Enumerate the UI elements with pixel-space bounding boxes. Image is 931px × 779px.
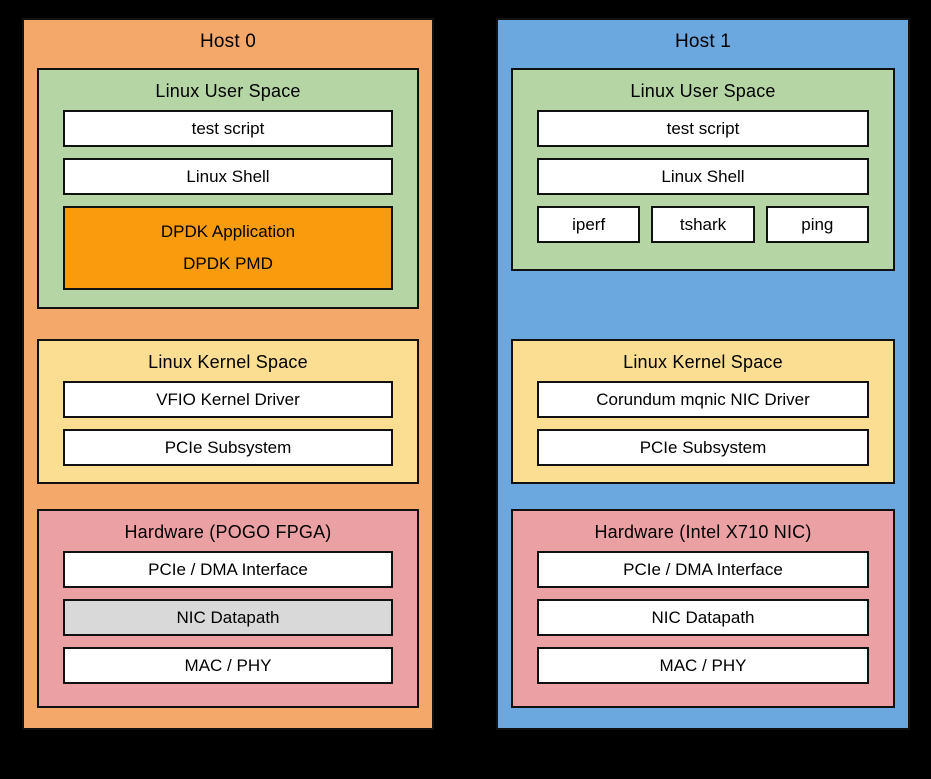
box-group-host1-hardware: PCIe / DMA Interface NIC Datapath MAC / … <box>513 551 893 696</box>
box-host0-pcie-dma-interface[interactable]: PCIe / DMA Interface <box>63 551 393 588</box>
box-host0-pcie-subsystem[interactable]: PCIe Subsystem <box>63 429 393 466</box>
host-title-host1: Host 1 <box>674 31 732 52</box>
box-host1-pcie-dma-interface[interactable]: PCIe / DMA Interface <box>537 551 869 588</box>
section-host0-hardware: Hardware (POGO FPGA) PCIe / DMA Interfac… <box>37 509 419 708</box>
section-host0-user-space: Linux User Space test script Linux Shell… <box>37 68 419 309</box>
box-host0-dpdk[interactable]: DPDK Application DPDK PMD <box>63 206 393 290</box>
box-group-host0-kernel-space: VFIO Kernel Driver PCIe Subsystem <box>39 381 417 478</box>
box-host1-ping[interactable]: ping <box>765 206 869 243</box>
section-title-host0-user-space: Linux User Space <box>155 81 301 101</box>
box-host1-mac-phy[interactable]: MAC / PHY <box>537 647 869 684</box>
box-host0-dpdk-pmd: DPDK PMD <box>183 254 273 273</box>
box-group-host0-hardware: PCIe / DMA Interface NIC Datapath MAC / … <box>39 551 417 696</box>
box-host1-test-script[interactable]: test script <box>537 110 869 147</box>
host-panel-host0: Host 0 Linux User Space test script Linu… <box>22 18 434 730</box>
box-host0-linux-shell[interactable]: Linux Shell <box>63 158 393 195</box>
section-title-host0-kernel-space: Linux Kernel Space <box>148 352 308 372</box>
box-host1-pcie-subsystem[interactable]: PCIe Subsystem <box>537 429 869 466</box>
section-host0-kernel-space: Linux Kernel Space VFIO Kernel Driver PC… <box>37 339 419 484</box>
box-host1-corundum-mqnic-nic-driver[interactable]: Corundum mqnic NIC Driver <box>537 381 869 418</box>
box-group-host1-user-space: test script Linux Shell iperf tshark pin… <box>513 110 893 255</box>
box-group-host1-kernel-space: Corundum mqnic NIC Driver PCIe Subsystem <box>513 381 893 478</box>
section-title-host1-user-space: Linux User Space <box>630 81 776 101</box>
host-title-host0: Host 0 <box>199 31 257 52</box>
box-host0-dpdk-application: DPDK Application <box>160 222 296 241</box>
box-host0-nic-datapath[interactable]: NIC Datapath <box>63 599 393 636</box>
box-row-host1-tools: iperf tshark ping <box>537 206 869 243</box>
box-host1-nic-datapath[interactable]: NIC Datapath <box>537 599 869 636</box>
box-host0-mac-phy[interactable]: MAC / PHY <box>63 647 393 684</box>
section-title-host1-kernel-space: Linux Kernel Space <box>623 352 783 372</box>
section-title-host1-hardware: Hardware (Intel X710 NIC) <box>594 522 812 542</box>
box-host0-test-script[interactable]: test script <box>63 110 393 147</box>
host-panel-host1: Host 1 Linux User Space test script Linu… <box>496 18 910 730</box>
box-host1-iperf[interactable]: iperf <box>537 206 641 243</box>
section-host1-kernel-space: Linux Kernel Space Corundum mqnic NIC Dr… <box>511 339 895 484</box>
box-host1-tshark[interactable]: tshark <box>651 206 755 243</box>
box-group-host0-user-space: test script Linux Shell DPDK Application… <box>39 110 417 302</box>
section-host1-hardware: Hardware (Intel X710 NIC) PCIe / DMA Int… <box>511 509 895 708</box>
section-host1-user-space: Linux User Space test script Linux Shell… <box>511 68 895 271</box>
section-title-host0-hardware: Hardware (POGO FPGA) <box>124 522 332 542</box>
box-host0-vfio-kernel-driver[interactable]: VFIO Kernel Driver <box>63 381 393 418</box>
box-host1-linux-shell[interactable]: Linux Shell <box>537 158 869 195</box>
